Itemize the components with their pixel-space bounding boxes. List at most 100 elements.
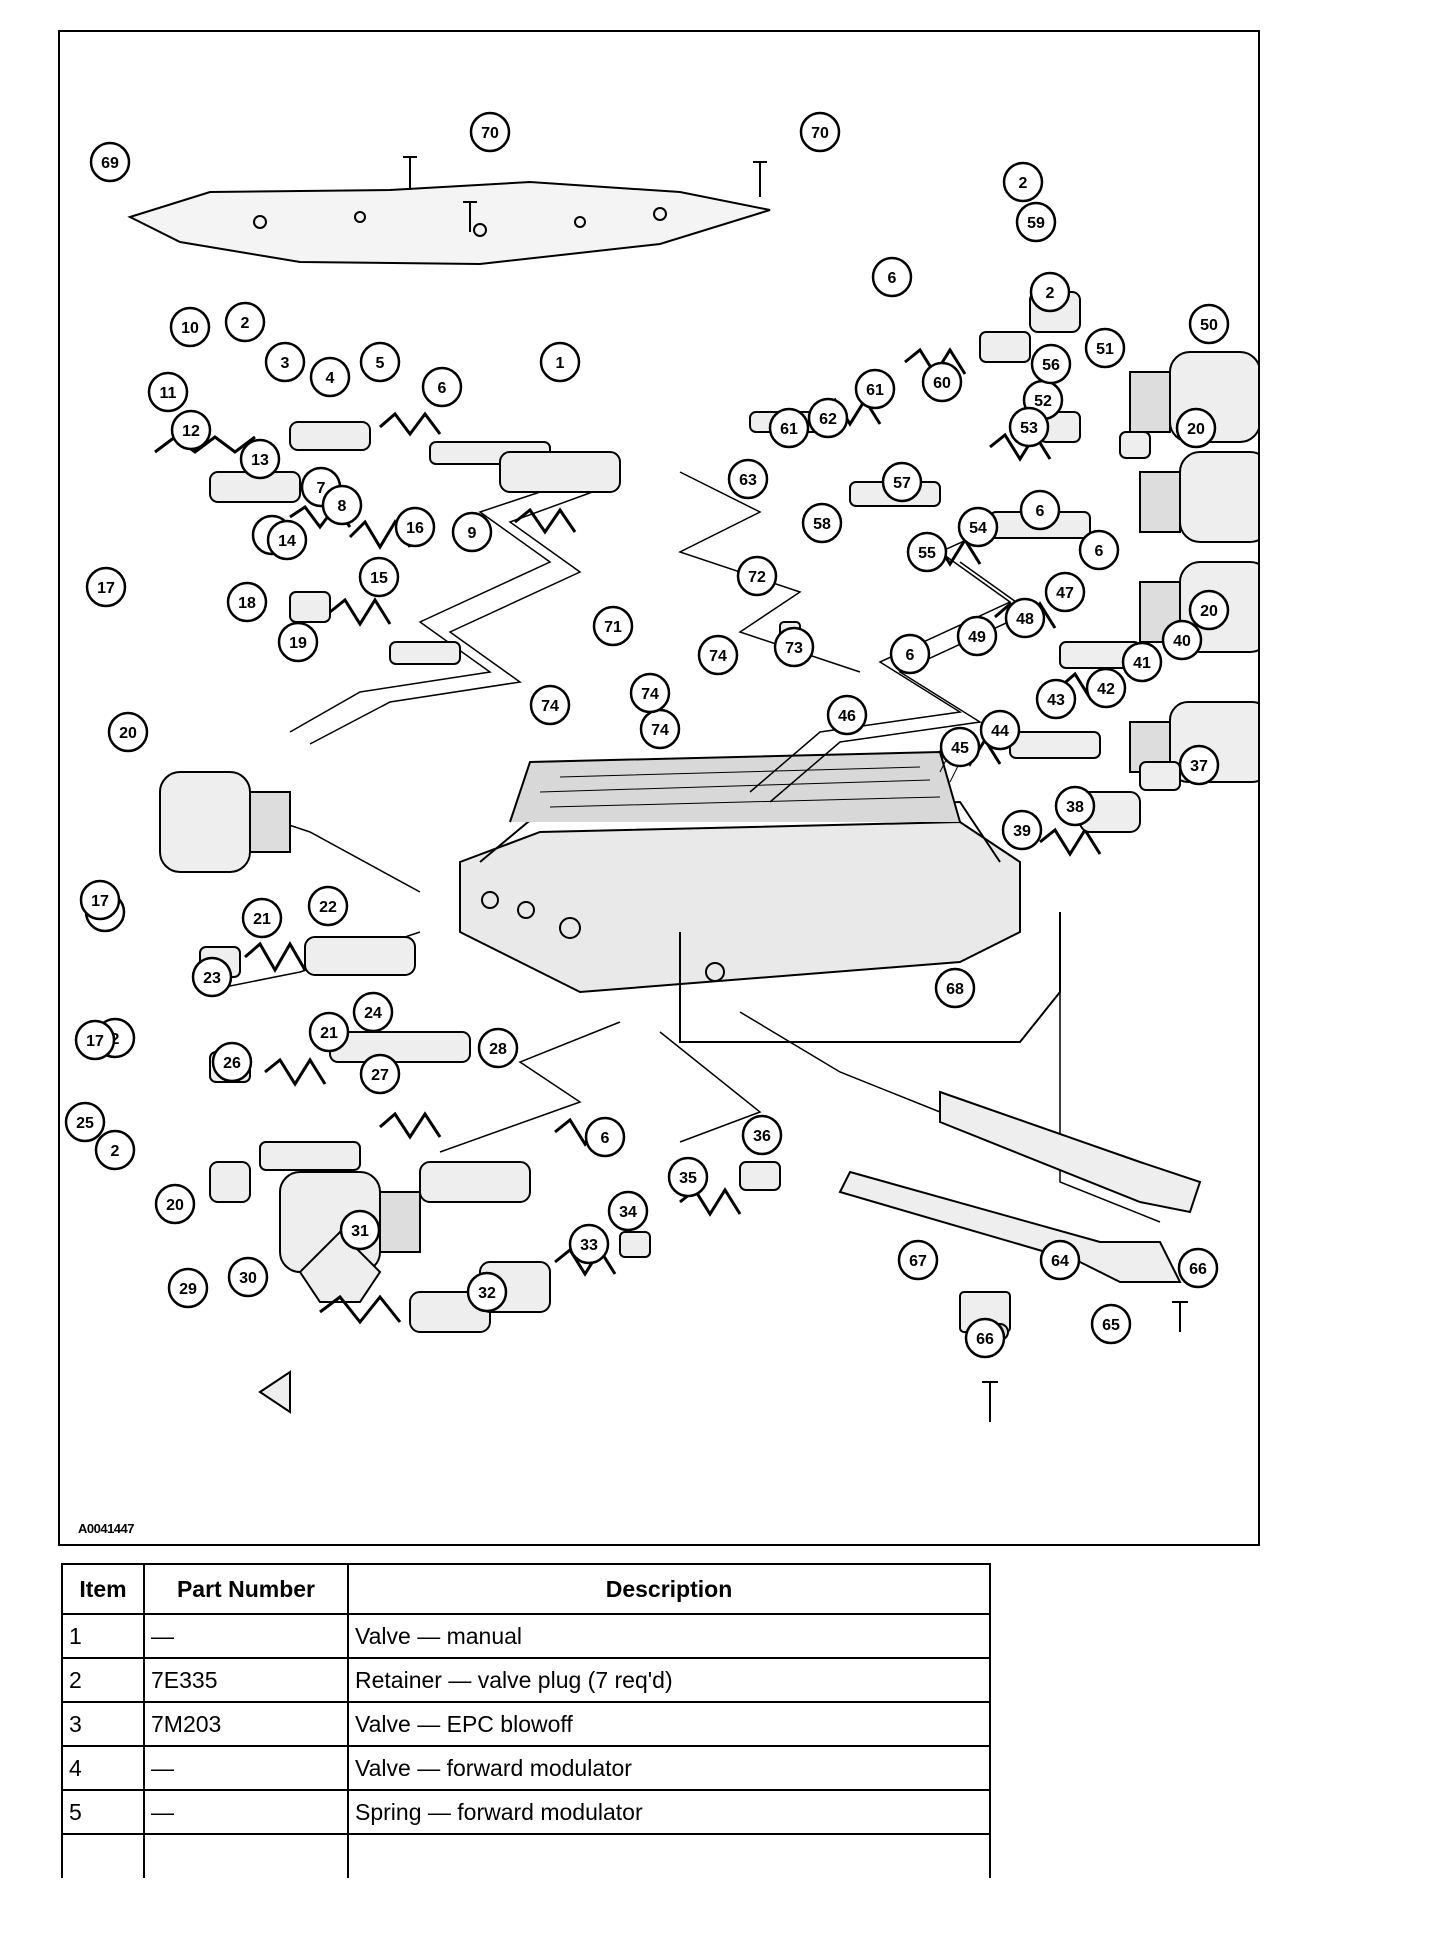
callout-54: 54 <box>957 506 999 548</box>
callout-6: 6 <box>421 366 463 408</box>
svg-text:20: 20 <box>119 725 137 742</box>
svg-text:69: 69 <box>101 155 119 172</box>
cell-item: 2 <box>61 1657 145 1703</box>
svg-text:11: 11 <box>160 385 177 402</box>
svg-text:56: 56 <box>1042 357 1060 374</box>
svg-text:6: 6 <box>1036 503 1045 520</box>
svg-text:74: 74 <box>641 686 659 703</box>
svg-text:30: 30 <box>239 1270 257 1287</box>
svg-text:1: 1 <box>556 355 565 372</box>
callout-58: 58 <box>801 502 843 544</box>
callout-1: 1 <box>539 341 581 383</box>
callout-31: 31 <box>339 1209 381 1251</box>
callout-66: 66 <box>1177 1247 1219 1289</box>
callout-55: 55 <box>906 531 948 573</box>
svg-text:59: 59 <box>1027 215 1045 232</box>
svg-text:6: 6 <box>1095 543 1104 560</box>
callout-36: 36 <box>741 1114 783 1156</box>
valve-body-upper <box>509 750 961 823</box>
svg-text:70: 70 <box>481 125 499 142</box>
callout-53: 53 <box>1008 406 1050 448</box>
cell-part-number: 7M203 <box>143 1701 349 1747</box>
svg-text:2: 2 <box>1019 175 1028 192</box>
svg-text:4: 4 <box>326 370 335 387</box>
bracket <box>939 1090 1202 1214</box>
callout-29: 29 <box>167 1267 209 1309</box>
cell-part-number: — <box>143 1745 349 1791</box>
svg-text:17: 17 <box>91 893 109 910</box>
svg-text:53: 53 <box>1020 420 1038 437</box>
svg-text:10: 10 <box>181 320 199 337</box>
svg-text:65: 65 <box>1102 1317 1120 1334</box>
callout-6: 6 <box>889 633 931 675</box>
callout-25: 25 <box>64 1101 106 1143</box>
callout-3: 3 <box>264 341 306 383</box>
callout-70: 70 <box>469 111 511 153</box>
callout-16: 16 <box>394 506 436 548</box>
svg-text:18: 18 <box>238 595 256 612</box>
callout-41: 41 <box>1121 641 1163 683</box>
callout-32: 32 <box>466 1271 508 1313</box>
svg-text:3: 3 <box>281 355 290 372</box>
svg-text:61: 61 <box>780 421 798 438</box>
svg-text:2: 2 <box>111 1143 120 1160</box>
callout-64: 64 <box>1039 1239 1081 1281</box>
callout-12: 12 <box>170 409 212 451</box>
svg-text:68: 68 <box>946 981 964 998</box>
callout-6: 6 <box>1019 489 1061 531</box>
table-row-blank <box>61 1833 991 1878</box>
plate-screw <box>403 156 417 190</box>
svg-text:19: 19 <box>289 635 307 652</box>
callout-11: 11 <box>147 371 189 413</box>
svg-text:24: 24 <box>364 1005 382 1022</box>
svg-text:39: 39 <box>1013 823 1031 840</box>
svg-text:35: 35 <box>679 1170 697 1187</box>
header-description: Description <box>347 1563 991 1615</box>
svg-text:43: 43 <box>1047 692 1065 709</box>
svg-text:36: 36 <box>753 1128 771 1145</box>
callout-49: 49 <box>956 615 998 657</box>
callout-10: 10 <box>169 306 211 348</box>
callout-42: 42 <box>1085 667 1127 709</box>
table-row: 2 7E335 Retainer — valve plug (7 req'd) <box>61 1657 991 1703</box>
callout-50: 50 <box>1188 303 1230 345</box>
svg-text:63: 63 <box>739 472 757 489</box>
callout-30: 30 <box>227 1256 269 1298</box>
callout-22: 22 <box>307 885 349 927</box>
svg-text:15: 15 <box>370 570 388 587</box>
callout-17: 17 <box>79 879 121 921</box>
callout-2: 2 <box>1002 161 1044 203</box>
callout-67: 67 <box>897 1239 939 1281</box>
svg-text:71: 71 <box>604 619 622 636</box>
valve-body-lower <box>459 820 1021 994</box>
callout-23: 23 <box>191 956 233 998</box>
exploded-diagram-figure: 1222222234566666678910111213141516171717… <box>58 30 1260 1546</box>
callout-15: 15 <box>358 556 400 598</box>
svg-text:62: 62 <box>819 411 837 428</box>
callout-18: 18 <box>226 581 268 623</box>
svg-text:64: 64 <box>1051 1253 1069 1270</box>
svg-text:42: 42 <box>1097 681 1115 698</box>
cell-item: 3 <box>61 1701 145 1747</box>
callout-57: 57 <box>881 461 923 503</box>
cell-part-number: 7E335 <box>143 1657 349 1703</box>
callout-5: 5 <box>359 341 401 383</box>
callout-40: 40 <box>1161 619 1203 661</box>
svg-text:57: 57 <box>893 475 911 492</box>
svg-text:26: 26 <box>223 1055 241 1072</box>
svg-text:45: 45 <box>951 740 969 757</box>
callout-69: 69 <box>89 141 131 183</box>
svg-text:67: 67 <box>909 1253 927 1270</box>
svg-text:60: 60 <box>933 375 951 392</box>
svg-text:72: 72 <box>748 569 766 586</box>
svg-text:50: 50 <box>1200 317 1218 334</box>
callout-2: 2 <box>94 1129 136 1171</box>
callout-74: 74 <box>697 634 739 676</box>
svg-text:34: 34 <box>619 1204 637 1221</box>
callout-74: 74 <box>529 684 571 726</box>
svg-text:6: 6 <box>438 380 447 397</box>
svg-text:16: 16 <box>406 520 424 537</box>
callout-2: 2 <box>1029 271 1071 313</box>
callout-59: 59 <box>1015 201 1057 243</box>
callout-26: 26 <box>211 1041 253 1083</box>
